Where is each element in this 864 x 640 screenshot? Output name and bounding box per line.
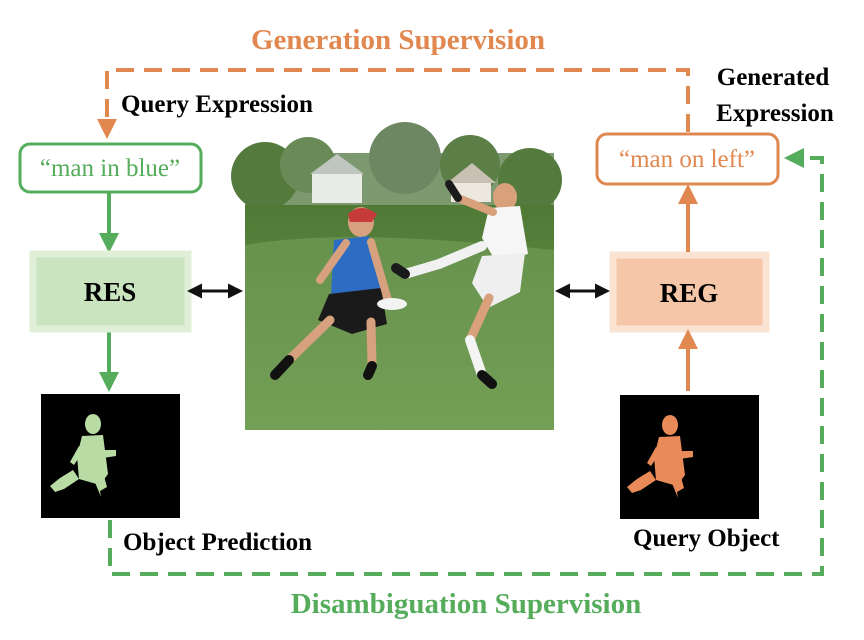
object-prediction-label: Object Prediction bbox=[123, 529, 312, 556]
object-prediction-silhouette bbox=[50, 414, 116, 497]
generated-expression-label-line2: Expression bbox=[716, 100, 834, 127]
right-player bbox=[391, 180, 528, 389]
query-object-label: Query Object bbox=[633, 525, 780, 552]
center-photo bbox=[231, 122, 562, 430]
query-expression-text: “man in blue” bbox=[40, 155, 180, 182]
disambiguation-supervision-title: Disambiguation Supervision bbox=[291, 588, 642, 620]
generated-expression-label-line1: Generated bbox=[717, 64, 830, 91]
disambiguation-supervision-dashed-path bbox=[108, 148, 824, 576]
generation-supervision-dashed-path bbox=[97, 68, 690, 139]
left-player bbox=[270, 207, 407, 380]
reg-label: REG bbox=[660, 278, 719, 308]
generation-supervision-title: Generation Supervision bbox=[251, 24, 545, 56]
generated-expression-text: “man on left” bbox=[619, 146, 755, 173]
query-expression-label: Query Expression bbox=[121, 91, 313, 118]
query-object-silhouette bbox=[627, 415, 693, 498]
res-label: RES bbox=[84, 277, 137, 307]
